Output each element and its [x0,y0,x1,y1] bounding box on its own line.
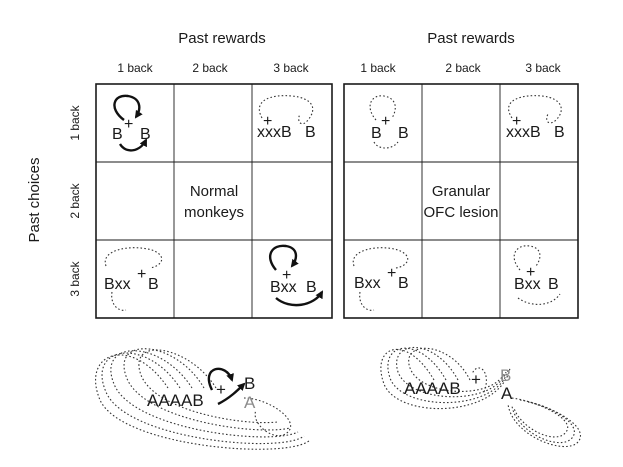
cell-label-plus: + [387,265,396,282]
sequence-diagram-normal: AAAAB + B A [95,348,311,450]
col-label-1-back: 1 back [117,61,153,75]
dotted-loop [111,291,127,311]
dotted-loop [396,346,507,398]
dotted-loop [369,95,396,121]
dotted-loop [471,367,487,393]
cell-label: B [112,126,123,143]
y-axis-title: Past choices [26,157,43,242]
row-label-2-back: 2 back [68,182,82,218]
panel-normal: Past rewards 1 back 2 back 3 back 1 back… [68,30,333,450]
cell-3back-1back: Bxx + B [104,247,163,311]
center-label-line2: OFC lesion [423,204,498,221]
dotted-loop [138,349,279,424]
dotted-loop [511,397,569,438]
cell-label-tail: B [398,275,409,292]
dotted-loop [101,352,305,445]
center-label-line1: Normal [190,183,238,200]
cell-label-tail: B [140,126,151,143]
cell-label-plus: + [381,113,390,130]
solid-arrow [217,382,246,406]
solid-arrow-loop [207,367,234,391]
cell-label-plus: + [263,113,272,130]
col-label-1-back: 1 back [360,61,396,75]
dotted-loop [243,397,291,437]
row-label-1-back: 1 back [68,104,82,140]
dotted-loop [511,399,575,444]
sequence-diagram-ofc: AAAAB + B A [380,346,581,447]
cell-label: xxxB [257,124,292,141]
cell-label-plus: + [526,264,535,281]
dotted-loop [517,293,561,305]
solid-arrow-loop [118,138,148,152]
cell-label: Bxx [270,279,297,296]
cell-label-tail: B [148,276,159,293]
grid-frame [343,83,579,319]
cell-1back-3back: xxxB + B [257,95,316,141]
cell-label: Bxx [354,275,381,292]
cell-3back-1back: Bxx + B [352,247,409,311]
sequence-option-lower: A [501,384,513,403]
cell-label-plus: + [124,116,133,133]
cell-3back-3back: Bxx + B [269,244,324,307]
sequence-option-lower: A [244,393,256,412]
dotted-loop [507,401,581,447]
col-label-2-back: 2 back [445,61,481,75]
dotted-loop [95,354,311,450]
cell-1back-1back: B + B [112,94,151,152]
past-rewards-header: Past rewards [427,30,515,47]
dotted-loop [513,245,541,271]
cell-label-tail: B [305,124,316,141]
cell-label-tail: B [398,125,409,142]
cell-3back-3back: Bxx + B [513,245,561,305]
dotted-loop [352,247,409,269]
panel-ofc-lesion: Past rewards 1 back 2 back 3 back B + B … [343,30,581,447]
dotted-loop [259,95,314,125]
dotted-loop [123,348,291,431]
cell-label: Bxx [104,276,131,293]
solid-arrow-loop [113,94,143,121]
cell-label: xxxB [506,124,541,141]
dotted-loop [373,141,399,149]
cell-label-tail: B [306,279,317,296]
dotted-loop [408,347,505,392]
sequence-option-upper: B [244,374,255,393]
cell-1back-1back: B + B [369,95,409,149]
cell-1back-3back: xxxB + B [506,95,565,141]
dotted-loop [110,350,299,438]
col-label-3-back: 3 back [273,61,309,75]
cell-label: Bxx [514,276,541,293]
solid-arrow-loop [275,290,324,307]
dotted-loop [380,348,511,410]
row-label-3-back: 3 back [68,260,82,296]
grid-frame [95,83,333,319]
cell-label-plus: + [282,267,291,284]
solid-arrow-loop [269,244,299,271]
col-label-3-back: 3 back [525,61,561,75]
sequence-text: AAAAB [147,391,204,410]
cell-label-tail: B [548,276,559,293]
sequence-plus: + [216,380,226,399]
cell-label-tail: B [554,124,565,141]
cell-label: B [371,125,382,142]
cell-label-plus: + [512,113,521,130]
past-rewards-header: Past rewards [178,30,266,47]
sequence-text: AAAAB [404,379,461,398]
sequence-option-upper: B [500,366,511,385]
center-label-line1: Granular [432,183,490,200]
dotted-loop [508,95,562,124]
col-label-2-back: 2 back [192,61,228,75]
sequence-plus: + [471,370,481,389]
center-label-line2: monkeys [184,204,244,221]
dotted-loop [359,291,375,311]
cell-label-plus: + [137,266,146,283]
dotted-loop [104,247,163,269]
